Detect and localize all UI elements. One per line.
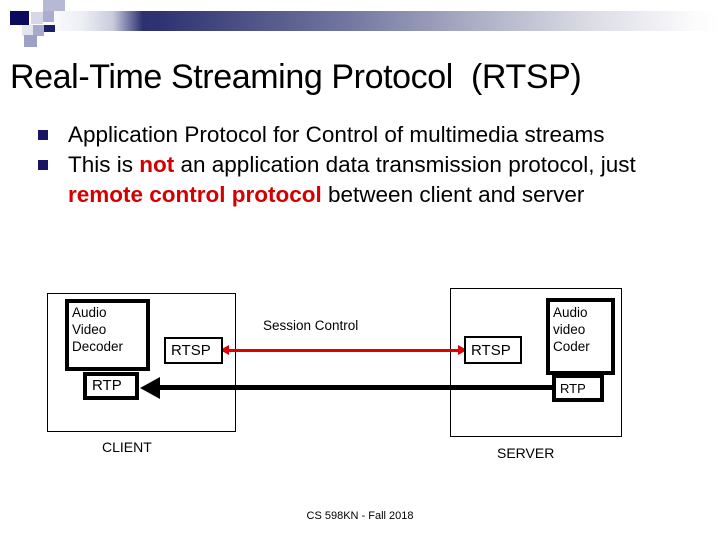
client-container-box	[47, 293, 236, 432]
square-bullet-icon	[38, 130, 48, 140]
header-decoration	[0, 0, 720, 47]
server-codec-box	[546, 298, 615, 375]
client-caption: CLIENT	[102, 439, 152, 455]
square-bullet-icon	[38, 160, 48, 170]
session-control-arrow-left-icon	[220, 345, 229, 355]
client-rtsp-label: RTSP	[171, 342, 211, 359]
server-rtsp-label: RTSP	[471, 342, 511, 359]
server-rtp-box	[552, 374, 604, 402]
bullet-2-seg-4: between client and server	[321, 182, 585, 207]
header-gradient-fade	[43, 11, 143, 31]
bullet-2-seg-0: This is	[68, 152, 140, 177]
deco-square-navy	[10, 11, 29, 25]
bullet-2-emphasis-not: not	[139, 152, 175, 177]
client-codec-box	[65, 299, 150, 371]
deco-square-light-top	[43, 0, 65, 11]
session-control-link	[228, 349, 460, 352]
deco-square-navy-small	[44, 25, 55, 32]
list-item: Application Protocol for Control of mult…	[38, 120, 698, 150]
list-item: This is not an application data transmis…	[38, 150, 698, 210]
bullet-1-seg-0: Application Protocol for Control of mult…	[68, 122, 605, 147]
deco-square-lavender-4	[33, 25, 44, 36]
page-title: Real-Time Streaming Protocol (RTSP)	[10, 58, 582, 96]
client-codec-text: Audio Video Decoder	[72, 305, 124, 354]
client-rtp-box	[83, 372, 139, 400]
server-container-box	[450, 288, 622, 437]
deco-square-lavender-2	[31, 12, 43, 24]
client-codec-label: Audio Video Decoder	[72, 304, 123, 355]
server-rtsp-box	[464, 336, 522, 364]
server-codec-label: Audio video Coder	[553, 304, 590, 355]
rtp-data-arrow-icon	[140, 377, 160, 399]
deco-square-pale-2	[22, 0, 44, 11]
list-item-text: This is not an application data transmis…	[68, 150, 698, 210]
deco-square-light-mid	[43, 11, 54, 22]
bullet-list: Application Protocol for Control of mult…	[38, 120, 698, 210]
client-rtp-label: RTP	[92, 377, 122, 394]
server-codec-text: Audio video Coder	[553, 305, 590, 354]
server-caption: SERVER	[497, 445, 555, 461]
bullet-2-seg-2: an application data transmission protoco…	[174, 152, 636, 177]
slide-footer: CS 598KN - Fall 2018	[306, 510, 414, 522]
header-gradient-bar	[43, 11, 720, 31]
session-control-label: Session Control	[263, 318, 359, 333]
list-item-text: Application Protocol for Control of mult…	[68, 120, 698, 150]
deco-square-lavender-6	[24, 35, 37, 47]
rtp-data-link	[160, 385, 600, 390]
server-rtp-label: RTP	[560, 381, 586, 396]
deco-square-lavender-3	[22, 25, 33, 36]
bullet-2-emphasis-remote-control-protocol: remote control protocol	[68, 182, 322, 207]
client-rtsp-box	[164, 337, 223, 364]
session-control-arrow-right-icon	[458, 345, 467, 355]
